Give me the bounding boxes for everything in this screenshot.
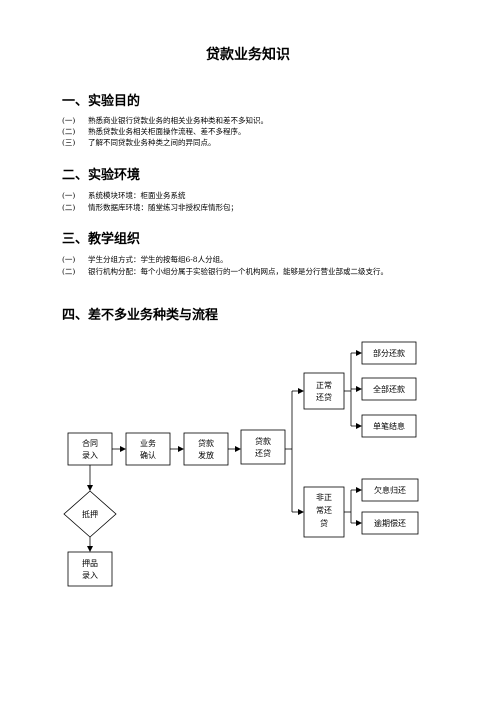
contract-label-2: 录入 [82, 451, 98, 460]
partial-label: 部分还款 [373, 348, 405, 358]
normal-label-2: 还贷 [316, 392, 332, 402]
item-text: 学生分组方式：学生的按每组6-8人分组。 [88, 255, 228, 264]
item-text: 银行机构分配：每个小组分属于实验银行的一个机构网点，能够是分行营业部或二级支行。 [88, 267, 388, 276]
confirm-label-2: 确认 [140, 450, 156, 460]
normal-label-1: 正常 [316, 381, 332, 390]
list-item: (一) 学生分组方式：学生的按每组6-8人分组。 [62, 254, 442, 265]
full-label: 全部还款 [373, 384, 405, 394]
item-number: (二) [62, 127, 76, 136]
loan-repay-box [240, 429, 286, 465]
item-text: 熟悉商业银行贷款业务的相关业务种类和差不多知识。 [88, 116, 268, 125]
page-title: 贷款业务知识 [206, 47, 290, 63]
section-heading-organization: 三、教学组织 [62, 232, 141, 247]
list-item: (二) 熟悉贷款业务相关柜面操作流程、差不多程序。 [62, 126, 442, 137]
item-number: (二) [62, 267, 76, 276]
abnormal-label-3: 贷 [320, 518, 328, 528]
contract-entry-box [67, 432, 113, 466]
item-text: 系统模块环境：柜面业务系统 [88, 191, 186, 200]
section-heading-process: 四、差不多业务种类与流程 [62, 308, 219, 323]
repay-label-1: 贷款 [255, 436, 271, 446]
list-item: (二) 情形数据库环境：随堂练习非授权库情形包； [62, 202, 442, 213]
item-number: (一) [62, 116, 76, 125]
item-text: 情形数据库环境：随堂练习非授权库情形包； [88, 203, 238, 212]
item-number: (二) [62, 203, 76, 212]
confirm-label-1: 业务 [140, 438, 156, 448]
pledge-entry-box [67, 551, 113, 587]
arrears-label: 欠息归还 [374, 485, 406, 495]
list-item: (一) 熟悉商业银行贷款业务的相关业务种类和差不多知识。 [62, 115, 442, 126]
section-heading-environment: 二、实验环境 [62, 168, 141, 183]
section-heading-purpose: 一、实验目的 [62, 94, 141, 109]
partial-repay-box [361, 341, 417, 365]
abnormal-label-1: 非正 [316, 492, 332, 502]
list-item: (一) 系统模块环境：柜面业务系统 [62, 190, 442, 201]
item-number: (三) [62, 138, 76, 147]
business-confirm-box [125, 432, 171, 466]
single-label: 单笔结息 [373, 421, 405, 431]
issue-label-2: 发放 [198, 450, 214, 460]
normal-repay-box [303, 372, 345, 410]
list-item: (三) 了解不同贷款业务种类之间的异同点。 [62, 137, 442, 148]
loan-issue-box [183, 432, 229, 466]
item-text: 了解不同贷款业务种类之间的异同点。 [88, 138, 216, 147]
pledge-entry-label-2: 录入 [82, 571, 98, 580]
item-number: (一) [62, 191, 76, 200]
pledge-label: 抵押 [82, 509, 98, 519]
abnormal-label-2: 常还 [316, 505, 332, 515]
item-number: (一) [62, 255, 76, 264]
overdue-label: 逾期偿还 [374, 518, 406, 528]
overdue-repay-box [361, 511, 419, 535]
pledge-entry-label-1: 押品 [82, 558, 98, 568]
contract-label-1: 合同 [82, 438, 98, 448]
single-interest-box [361, 414, 417, 438]
repay-label-2: 还贷 [255, 448, 271, 458]
arrears-repay-box [361, 478, 419, 502]
issue-label-1: 贷款 [198, 438, 214, 448]
item-text: 熟悉贷款业务相关柜面操作流程、差不多程序。 [88, 127, 246, 136]
full-repay-box [361, 377, 417, 401]
list-item: (二) 银行机构分配：每个小组分属于实验银行的一个机构网点，能够是分行营业部或二级… [62, 266, 442, 277]
